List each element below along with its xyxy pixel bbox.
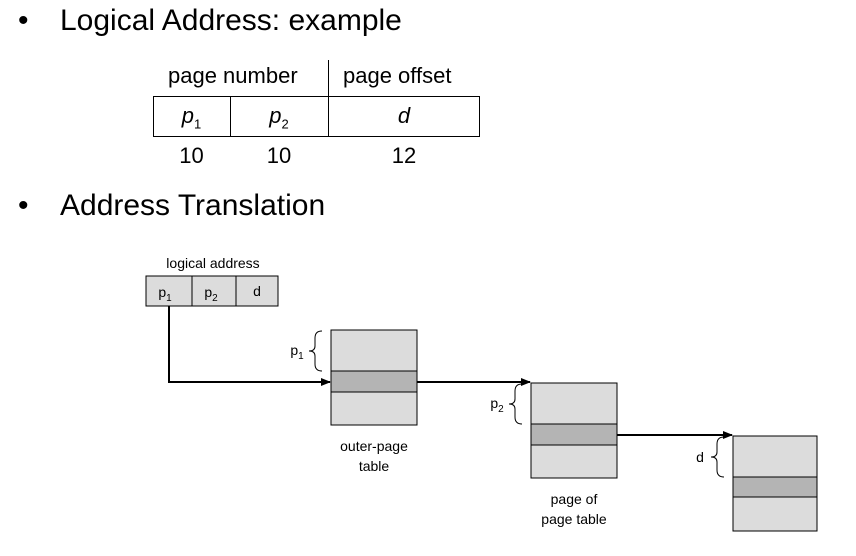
field-p1-symbol: p (181, 103, 194, 128)
heading-address-translation: Address Translation (60, 189, 326, 222)
logical-address-box-frame (145, 275, 279, 307)
outer-page-table-entry (330, 370, 418, 393)
brace-label-p1-symbol: p (290, 342, 298, 358)
memory-page-word (732, 476, 818, 498)
logical-field-d: d (253, 283, 261, 299)
bullet-marker: • (18, 4, 29, 37)
memory-page (732, 435, 818, 532)
address-format-box (153, 96, 480, 137)
outer-table-label-1: outer-page (340, 438, 408, 454)
page-number-label: page number (168, 63, 298, 88)
page-of-page-table (530, 382, 618, 479)
brace-label-d: d (696, 449, 704, 465)
outer-page-table (330, 329, 418, 426)
brace-label-p1: p1 (290, 342, 304, 362)
logical-field-p2-symbol: p (204, 284, 212, 300)
field-d-symbol: d (397, 103, 411, 128)
field-p2: p2 (230, 103, 328, 131)
logical-field-p2: p2 (204, 284, 218, 304)
field-d: d (328, 103, 480, 129)
brace-p1 (308, 330, 323, 372)
brace-label-p2-symbol: p (490, 395, 498, 411)
bits-d: 12 (391, 143, 417, 168)
logical-field-p1-symbol: p (158, 284, 166, 300)
logical-field-p1: p1 (158, 284, 172, 304)
brace-p2 (508, 383, 523, 425)
outer-table-label-2: table (359, 458, 390, 474)
field-p2-symbol: p (269, 103, 282, 128)
format-divider-p1-p2 (230, 96, 231, 137)
page-of-page-table-label-2: page table (541, 511, 607, 527)
format-divider-main (328, 60, 329, 137)
page-offset-label: page offset (343, 63, 452, 88)
field-p1-sub: 1 (194, 116, 202, 132)
page-of-page-table-label-1: page of (551, 491, 598, 507)
field-p1: p1 (153, 103, 230, 131)
bits-p2: 10 (266, 143, 292, 168)
logical-field-p2-sub: 2 (212, 293, 218, 304)
heading-logical-address: Logical Address: example (60, 4, 402, 37)
field-p2-sub: 2 (281, 116, 289, 132)
logical-field-p1-sub: 1 (166, 293, 172, 304)
logical-address-box: p1 p2 d (145, 275, 279, 307)
brace-label-p2-sub: 2 (498, 404, 504, 415)
brace-label-p2: p2 (490, 395, 504, 415)
brace-d (710, 436, 725, 478)
bits-p1: 10 (179, 143, 204, 168)
brace-label-p1-sub: 1 (298, 351, 304, 362)
bullet-marker: • (18, 189, 29, 222)
arrow-p1-to-outer-table (168, 306, 331, 386)
logical-address-label: logical address (166, 255, 259, 271)
page-of-page-table-entry (530, 423, 618, 446)
